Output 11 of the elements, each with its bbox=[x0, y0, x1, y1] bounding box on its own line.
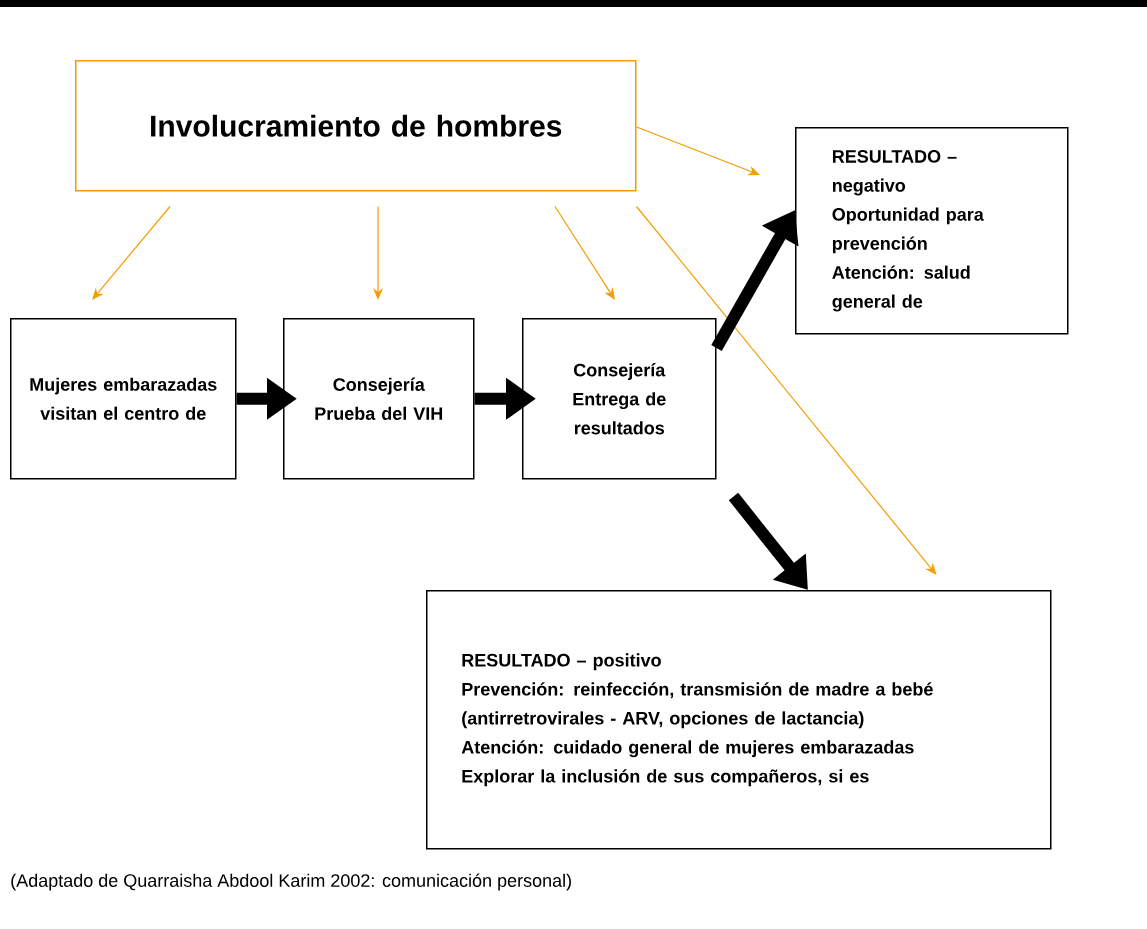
result-box: RESULTADO – positivo Prevención: reinfección, transmisión de madre a bebé (antirretrovirales - ARV, opciones de lactancia) Atención: cuidado general de mujeres embarazadas Explorar la inclusión de sus compañeros, si es bbox=[426, 590, 1052, 850]
arrow bbox=[554, 205, 615, 300]
process-box: Mujeres embarazadas visitan el centro de bbox=[10, 318, 237, 480]
arrow bbox=[635, 205, 937, 575]
result-box: RESULTADO – negativo Oportunidad para prevención Atención: salud general de bbox=[795, 127, 1069, 335]
heading-box: Involucramiento de hombres bbox=[75, 60, 637, 192]
arrow bbox=[635, 126, 760, 176]
arrow bbox=[92, 205, 171, 300]
process-box: Consejería Entrega de resultados bbox=[522, 318, 717, 480]
caption: (Adaptado de Quarraisha Abdool Karim 2002: comunicación personal) bbox=[11, 873, 571, 891]
process-box: Consejería Prueba del VIH bbox=[283, 318, 475, 480]
